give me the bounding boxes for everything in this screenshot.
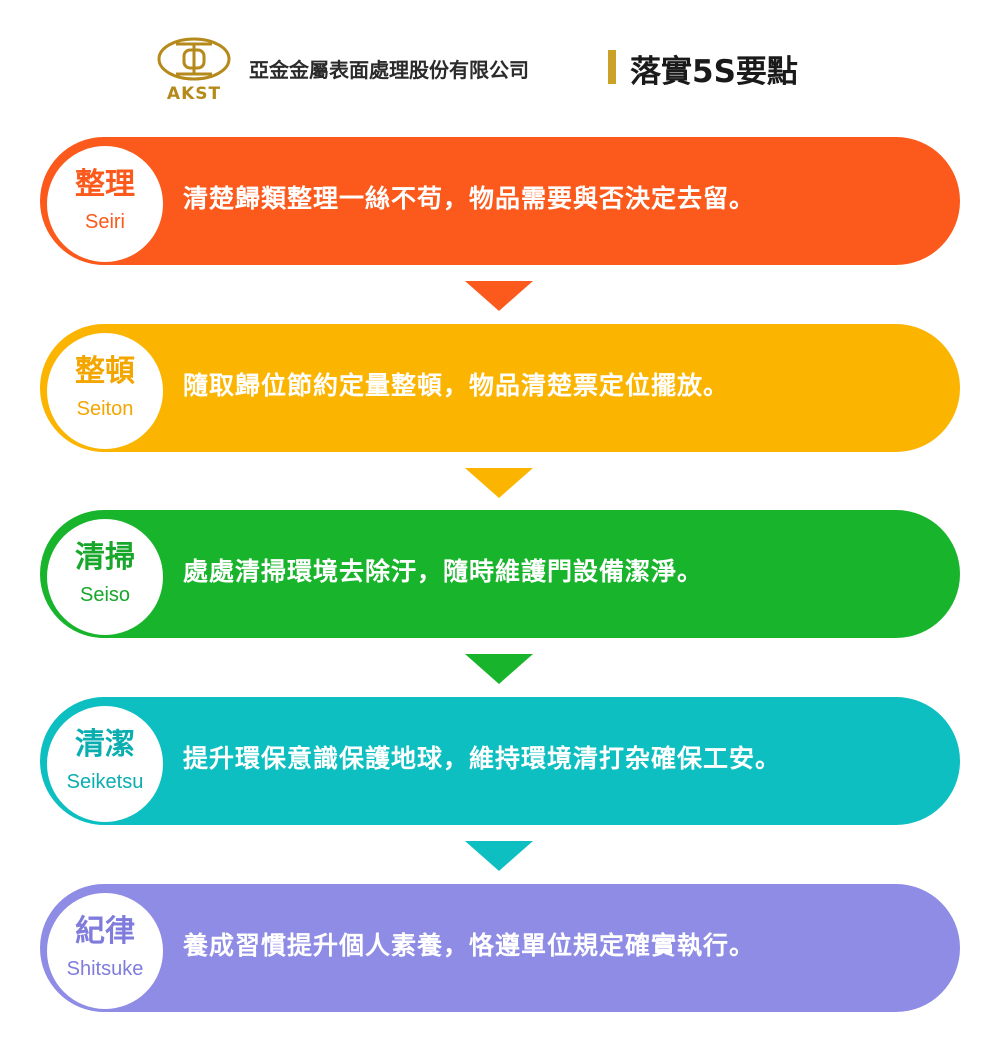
step-name-en: Seiri <box>84 211 125 233</box>
step-seiso: 清掃 Seiso 處處清掃環境去除汙，隨時維護門設備潔淨。 <box>40 510 960 638</box>
step-name-cn: 紀律 <box>75 914 135 949</box>
step-seiton: 整頓 Seiton 隨取歸位節約定量整頓，物品清楚票定位擺放。 <box>40 324 960 452</box>
step-badge: 清潔 Seiketsu <box>44 703 166 825</box>
step-badge: 清掃 Seiso <box>44 516 166 638</box>
step-name-en: Seiso <box>79 584 131 606</box>
step-name-en: Seiton <box>76 398 134 420</box>
flow-arrow-icon <box>465 281 533 311</box>
step-description: 養成習慣提升個人素養，恪遵單位規定確實執行。 <box>183 931 756 960</box>
header: AKST 亞金金屬表面處理股份有限公司 落實5S要點 <box>0 30 1000 110</box>
step-name-en: Seiketsu <box>66 771 144 793</box>
page-title: 落實5S要點 <box>630 54 798 90</box>
title-divider <box>608 50 616 84</box>
step-name-en: Shitsuke <box>66 958 144 980</box>
step-description: 處處清掃環境去除汙，隨時維護門設備潔淨。 <box>183 557 704 586</box>
company-logo: AKST <box>154 34 234 106</box>
logo-emblem-icon <box>157 37 231 81</box>
step-name-cn: 整理 <box>75 167 135 202</box>
flow-arrow-icon <box>465 468 533 498</box>
step-badge: 整理 Seiri <box>44 143 166 265</box>
step-shitsuke: 紀律 Shitsuke 養成習慣提升個人素養，恪遵單位規定確實執行。 <box>40 884 960 1012</box>
flow-arrow-icon <box>465 654 533 684</box>
step-description: 隨取歸位節約定量整頓，物品清楚票定位擺放。 <box>183 371 730 400</box>
company-name: 亞金金屬表面處理股份有限公司 <box>249 58 529 82</box>
step-badge: 紀律 Shitsuke <box>44 890 166 1012</box>
step-seiketsu: 清潔 Seiketsu 提升環保意識保護地球，維持環境清打杂確保工安。 <box>40 697 960 825</box>
step-seiri: 整理 Seiri 清楚歸類整理一絲不苟，物品需要與否決定去留。 <box>40 137 960 265</box>
step-description: 清楚歸類整理一絲不苟，物品需要與否決定去留。 <box>183 184 756 213</box>
step-name-cn: 清潔 <box>75 727 135 762</box>
logo-text: AKST <box>166 84 222 104</box>
step-description: 提升環保意識保護地球，維持環境清打杂確保工安。 <box>183 744 782 773</box>
step-badge: 整頓 Seiton <box>44 330 166 452</box>
step-name-cn: 整頓 <box>75 354 135 389</box>
flow-arrow-icon <box>465 841 533 871</box>
step-name-cn: 清掃 <box>75 540 135 575</box>
